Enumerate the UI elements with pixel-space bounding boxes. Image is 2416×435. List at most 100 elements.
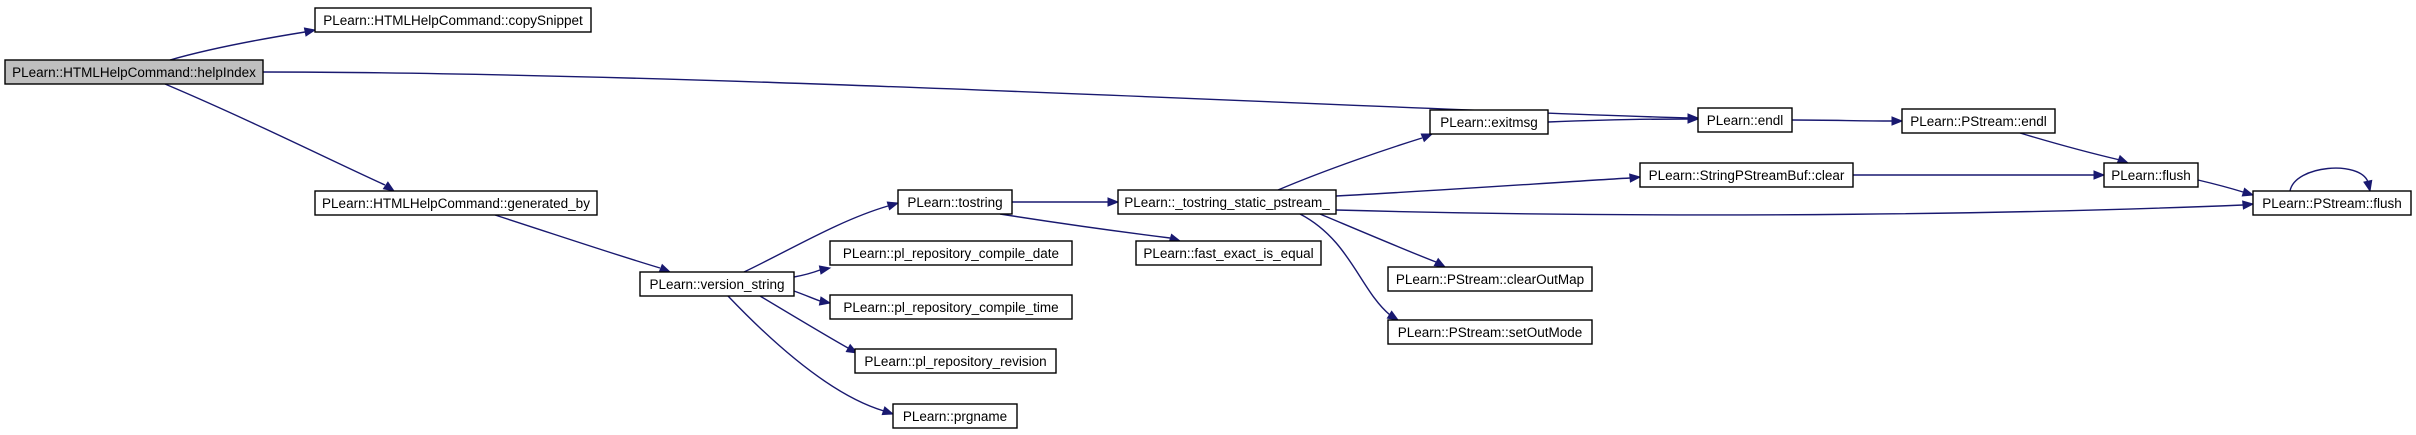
edge-version_string-to-tostring [743,201,900,273]
edge-line [793,290,821,302]
edge-arrowhead [818,296,832,306]
edge-tostring-to-fast_exact [999,213,1182,243]
node-box[interactable] [829,240,1073,266]
edges-layer [164,27,2373,416]
node-box[interactable] [2252,190,2412,216]
edge-tostring-to-tostring_static [1011,197,1120,207]
edge-tostring_static-to-pstream_flush [1335,200,2255,216]
edge-line [743,205,889,273]
node-label: PLearn::PStream::clearOutMap [1396,272,1584,287]
node-box[interactable] [892,403,1018,429]
edge-tostring_static-to-exitmsg [1277,133,1434,191]
edge-pstream_flush-to-pstream_flush [2289,167,2373,193]
node-label: PLearn::HTMLHelpCommand::generated_by [322,196,590,211]
edge-line [2019,132,2121,161]
node-version-string[interactable]: PLearn::version_string [639,271,795,297]
node-compile-time[interactable]: PLearn::pl_repository_compile_time [829,294,1073,320]
edge-line [2197,179,2244,193]
node-clearOutMap[interactable]: PLearn::PStream::clearOutMap [1387,266,1593,292]
edge-line [999,213,1171,239]
edge-arrowhead [818,265,832,275]
node-fast-exact[interactable]: PLearn::fast_exact_is_equal [1135,240,1322,266]
edge-line [1335,204,2244,216]
node-revision[interactable]: PLearn::pl_repository_revision [854,348,1057,374]
node-label: PLearn::tostring [907,195,1002,210]
edge-arrowhead [2363,179,2373,193]
edge-arrowhead [1433,257,1447,268]
edge-arrowhead [2241,187,2255,197]
node-label: PLearn::pl_repository_compile_time [843,300,1058,315]
node-generated-by[interactable]: PLearn::HTMLHelpCommand::generated_by [314,190,598,216]
edge-line [494,214,661,269]
edge-line [2289,167,2369,192]
node-pstream-flush[interactable]: PLearn::PStream::flush [2252,190,2412,216]
node-box[interactable] [1639,162,1854,188]
edge-arrowhead [303,27,317,37]
node-label: PLearn::HTMLHelpCommand::helpIndex [12,65,256,80]
node-label: PLearn::pl_repository_revision [864,354,1046,369]
node-endl[interactable]: PLearn::endl [1697,107,1793,133]
node-label: PLearn::fast_exact_is_equal [1143,246,1313,261]
node-label: PLearn::PStream::setOutMode [1398,325,1583,340]
node-box[interactable] [4,59,264,85]
node-box[interactable] [2103,162,2199,188]
node-box[interactable] [314,190,598,216]
node-sps-clear[interactable]: PLearn::StringPStreamBuf::clear [1639,162,1854,188]
node-label: PLearn::exitmsg [1440,115,1538,130]
node-helpIndex[interactable]: PLearn::HTMLHelpCommand::helpIndex [4,59,264,85]
edge-arrowhead [1420,133,1434,143]
edge-arrowhead [1687,114,1700,124]
node-compile-date[interactable]: PLearn::pl_repository_compile_date [829,240,1073,266]
node-label: PLearn::PStream::endl [1910,114,2047,129]
edge-tostring_static-to-setOutMode [1299,213,1400,321]
node-box[interactable] [1901,108,2056,134]
node-label: PLearn::_tostring_static_pstream_ [1124,195,1330,210]
edge-line [1319,213,1437,263]
node-box[interactable] [314,7,592,33]
nodes-layer: PLearn::HTMLHelpCommand::helpIndexPLearn… [4,7,2412,429]
edge-version_string-to-compile_date [793,265,832,278]
edge-arrowhead [1386,310,1400,321]
edge-helpIndex-to-generated_by [164,83,396,192]
node-box[interactable] [1697,107,1793,133]
node-tostring-static[interactable]: PLearn::_tostring_static_pstream_ [1117,189,1337,215]
edge-line [1791,119,1893,122]
edge-arrowhead [382,181,396,192]
edge-tostring_static-to-clearOutMap [1319,213,1447,268]
node-box[interactable] [1387,319,1593,345]
node-label: PLearn::pl_repository_compile_date [843,246,1059,261]
node-box[interactable] [897,189,1013,215]
node-box[interactable] [1429,109,1549,135]
node-box[interactable] [1117,189,1337,215]
edge-arrowhead [1891,116,1904,126]
edge-arrowhead [2093,170,2106,180]
edge-arrowhead [1107,197,1120,207]
edge-line [759,295,849,349]
node-box[interactable] [1387,266,1593,292]
node-pstream-endl[interactable]: PLearn::PStream::endl [1901,108,2056,134]
edge-helpIndex-to-copySnippet [169,27,317,61]
edge-line [1335,177,1631,197]
node-prgname[interactable]: PLearn::prgname [892,403,1018,429]
edge-arrowhead [658,263,672,273]
node-flush[interactable]: PLearn::flush [2103,162,2199,188]
edge-pstream_endl-to-flush [2019,132,2130,164]
edge-endl-to-pstream_endl [1791,116,1904,126]
node-setOutMode[interactable]: PLearn::PStream::setOutMode [1387,319,1593,345]
node-label: PLearn::version_string [649,277,784,292]
node-box[interactable] [854,348,1057,374]
node-box[interactable] [1135,240,1322,266]
node-exitmsg[interactable]: PLearn::exitmsg [1429,109,1549,135]
node-label: PLearn::HTMLHelpCommand::copySnippet [323,13,583,28]
node-label: PLearn::flush [2111,168,2191,183]
node-copySnippet[interactable]: PLearn::HTMLHelpCommand::copySnippet [314,7,592,33]
node-label: PLearn::PStream::flush [2262,196,2402,211]
edge-line [169,31,306,61]
node-box[interactable] [829,294,1073,320]
node-label: PLearn::endl [1707,113,1784,128]
edge-exitmsg-to-endl [1547,114,1700,124]
edge-line [727,295,885,412]
node-tostring[interactable]: PLearn::tostring [897,189,1013,215]
node-box[interactable] [639,271,795,297]
